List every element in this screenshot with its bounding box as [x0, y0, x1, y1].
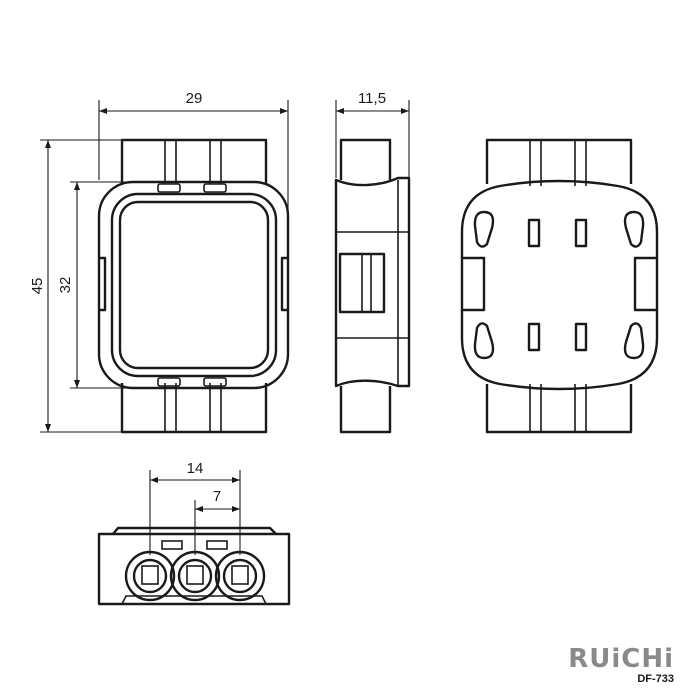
model-number: DF-733 [637, 673, 674, 685]
side-view [334, 138, 411, 434]
dimension-label-width: 29 [186, 90, 203, 107]
wire-port-right [214, 550, 266, 602]
front-view [97, 138, 290, 434]
dimension-label-pitch-single: 7 [213, 488, 221, 505]
wire-port-middle [169, 550, 221, 602]
dimension-label-pitch-double: 14 [187, 460, 204, 477]
dimension-pitch-double: 14 [149, 460, 241, 555]
dimension-width-front: 29 [98, 90, 289, 210]
dimension-depth-side: 11,5 [335, 90, 410, 178]
back-view [460, 138, 659, 434]
dimension-height-total: 45 [29, 139, 122, 433]
brand-logo: RUiCHi [568, 644, 674, 674]
dimension-label-height-body: 32 [57, 277, 74, 294]
bottom-view [97, 526, 291, 606]
dimension-height-body: 32 [57, 181, 130, 389]
dimension-label-depth: 11,5 [358, 90, 386, 107]
wire-port-left [124, 550, 176, 602]
dimension-label-height-total: 45 [29, 278, 46, 295]
dimension-pitch-single: 7 [194, 488, 240, 555]
